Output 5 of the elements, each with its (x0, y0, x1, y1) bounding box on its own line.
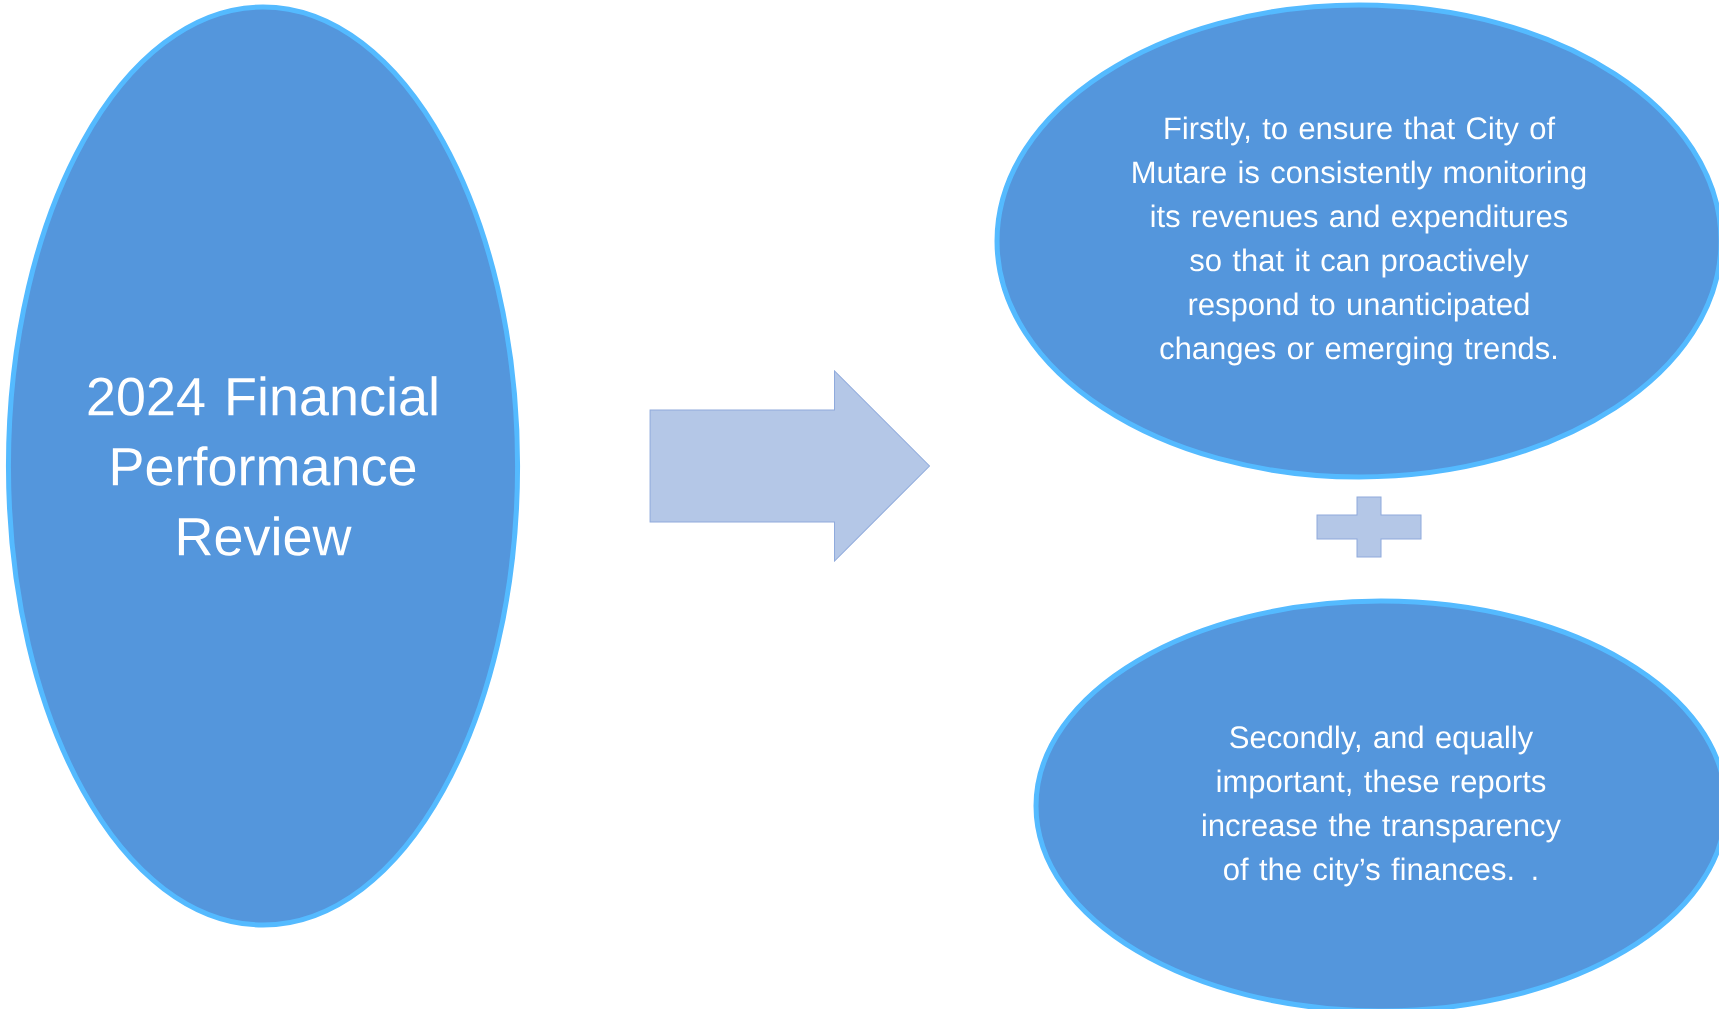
plus-sign (1316, 496, 1422, 558)
block-arrow (649, 370, 930, 562)
ellipse-node: Firstly, to ensure that City of Mutare is consistently monitoring its revenues and expenditures so that it can proactively respond to unanticipated changes or emerging trends. (994, 2, 1719, 480)
ellipse-node: 2024 Financial Performance Review (5, 4, 521, 928)
ellipse-node: Secondly, and equally important, these reports increase the transparency of the city’s finances. . (1033, 598, 1719, 1009)
